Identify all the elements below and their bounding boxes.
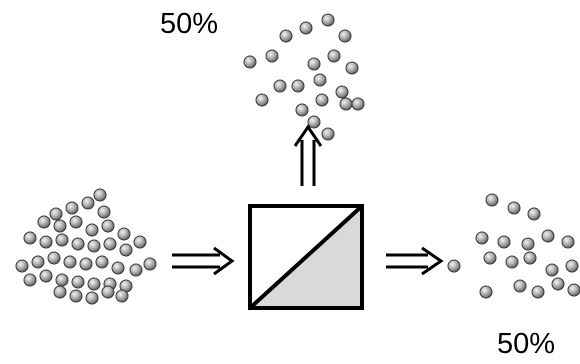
- particle: [531, 285, 545, 299]
- particle: [39, 269, 53, 283]
- particle: [299, 21, 313, 35]
- particle: [279, 29, 293, 43]
- transmitted-particle-cluster: [447, 193, 580, 299]
- particle: [15, 259, 29, 273]
- particle: [567, 283, 580, 297]
- particle: [87, 277, 101, 291]
- particle: [265, 49, 279, 63]
- particle: [551, 277, 565, 291]
- particle: [71, 237, 85, 251]
- particle: [291, 79, 305, 93]
- incoming-particle-cluster: [15, 188, 157, 305]
- particle: [338, 29, 352, 43]
- particle: [513, 279, 527, 293]
- particle: [315, 93, 329, 107]
- splitter-diagonal: [248, 204, 364, 310]
- particle: [85, 291, 99, 305]
- particle: [111, 261, 125, 275]
- particle: [31, 255, 45, 269]
- particle: [447, 259, 461, 273]
- reflected-particle-cluster: [243, 13, 365, 141]
- particle: [295, 103, 309, 117]
- particle: [255, 93, 269, 107]
- particle: [93, 188, 107, 202]
- particle: [119, 243, 133, 257]
- particle: [69, 289, 83, 303]
- particle: [335, 85, 349, 99]
- particle: [39, 235, 53, 249]
- particle: [71, 275, 85, 289]
- particle: [97, 205, 111, 219]
- particle: [507, 201, 521, 215]
- particle: [55, 273, 69, 287]
- particle: [133, 235, 147, 249]
- particle: [101, 285, 115, 299]
- particle: [313, 73, 327, 87]
- particle: [37, 215, 51, 229]
- particle: [81, 196, 95, 210]
- particle: [351, 97, 365, 111]
- particle: [117, 227, 131, 241]
- particle: [55, 233, 69, 247]
- particle: [69, 215, 83, 229]
- particle: [565, 259, 579, 273]
- particle: [521, 237, 535, 251]
- particle: [85, 223, 99, 237]
- particle: [475, 231, 489, 245]
- particle: [541, 229, 555, 243]
- particle: [53, 285, 67, 299]
- reflected-double-arrow: [293, 124, 323, 186]
- particle: [345, 61, 359, 75]
- transmitted-double-arrow: [386, 246, 444, 276]
- particle: [483, 251, 497, 265]
- particle: [327, 49, 341, 63]
- reflected-percentage-label: 50%: [160, 8, 219, 40]
- particle: [307, 115, 321, 129]
- particle: [523, 251, 537, 265]
- particle: [479, 285, 493, 299]
- particle: [545, 263, 559, 277]
- particle: [65, 201, 79, 215]
- particle: [497, 235, 511, 249]
- particle: [63, 255, 77, 269]
- particle: [101, 219, 115, 233]
- particle: [307, 57, 321, 71]
- particle: [23, 273, 37, 287]
- particle: [527, 207, 541, 221]
- particle: [321, 127, 335, 141]
- particle: [143, 257, 157, 271]
- particle: [485, 193, 499, 207]
- particle: [87, 239, 101, 253]
- particle: [79, 257, 93, 271]
- particle: [47, 251, 61, 265]
- particle: [505, 255, 519, 269]
- particle: [321, 13, 335, 27]
- particle: [129, 263, 143, 277]
- particle: [115, 289, 129, 303]
- transmitted-percentage-label: 50%: [497, 328, 556, 360]
- particle: [23, 231, 37, 245]
- particle: [95, 255, 109, 269]
- particle: [273, 79, 287, 93]
- particle: [103, 237, 117, 251]
- particle: [53, 219, 67, 233]
- particle: [339, 97, 353, 111]
- input-double-arrow: [172, 246, 235, 276]
- particle: [243, 55, 257, 69]
- particle: [49, 207, 63, 221]
- particle: [561, 235, 575, 249]
- beam-splitter-cube: [248, 204, 364, 310]
